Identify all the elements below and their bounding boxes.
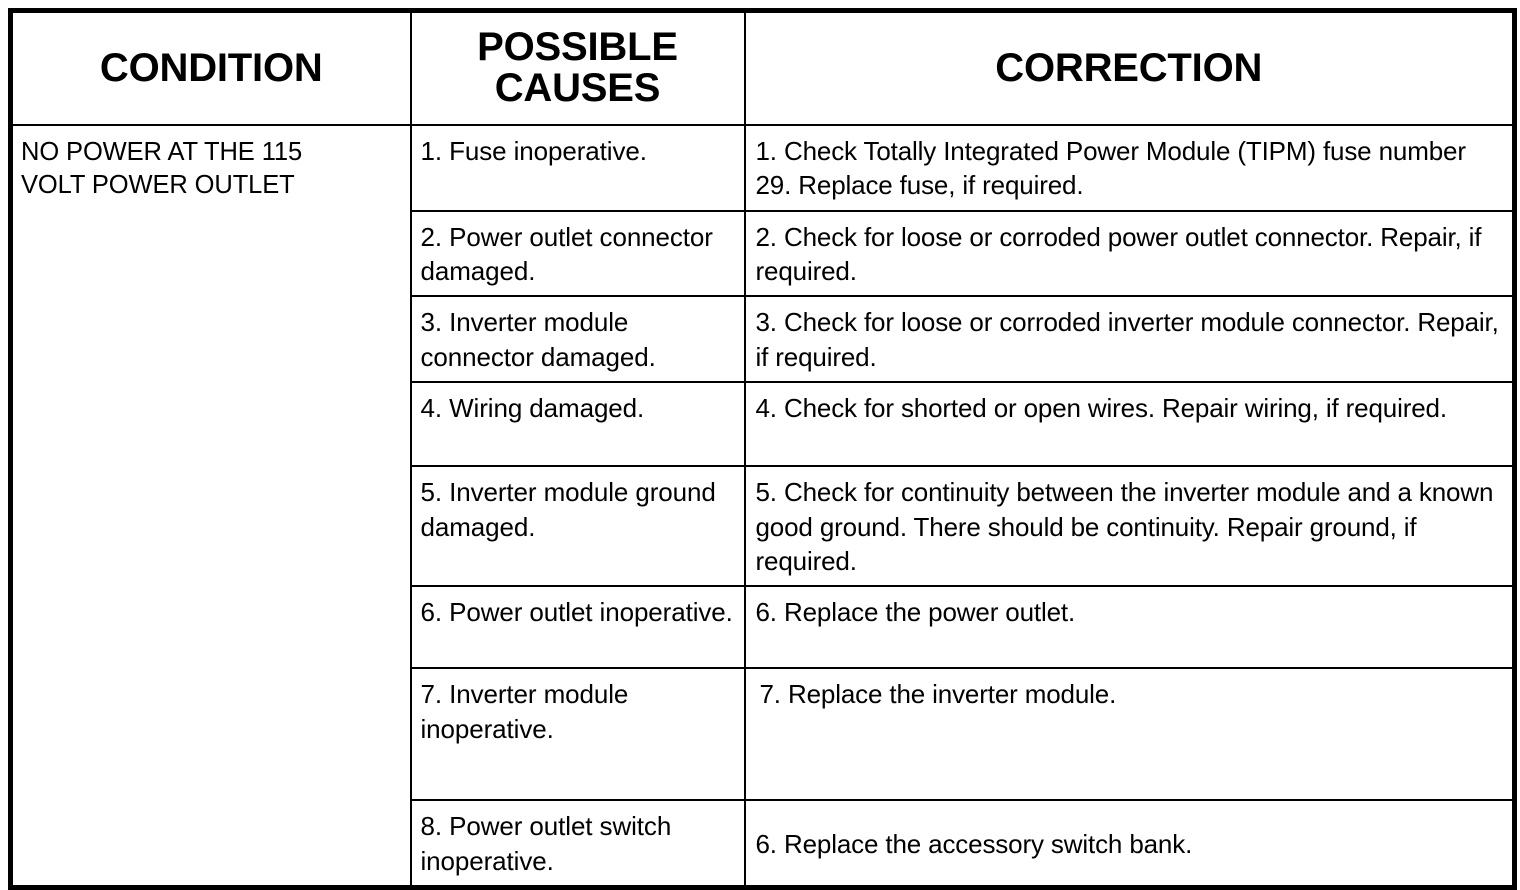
correction-cell-4: 4. Check for shorted or open wires. Repa… bbox=[743, 380, 1516, 467]
column-header-possible-causes: POSSIBLE CAUSES bbox=[409, 9, 746, 126]
condition-line-2: VOLT POWER OUTLET bbox=[21, 170, 295, 199]
possible-causes-line-1: POSSIBLE bbox=[477, 25, 678, 70]
cause-cell-8: 8. Power outlet switch inoperative. bbox=[409, 799, 746, 889]
cause-cell-4: 4. Wiring damaged. bbox=[409, 380, 746, 467]
table-row: 4. Wiring damaged. 4. Check for shorted … bbox=[11, 380, 1516, 467]
correction-cell-7: 7. Replace the inverter module. bbox=[743, 667, 1516, 802]
column-header-condition: CONDITION bbox=[9, 9, 412, 126]
cause-cell-7: 7. Inverter module inoperative. bbox=[409, 667, 746, 802]
correction-cell-2: 2. Check for loose or corroded power out… bbox=[743, 209, 1516, 298]
correction-cell-6: 6. Replace the power outlet. bbox=[743, 585, 1516, 670]
troubleshooting-table-page: CONDITION POSSIBLE CAUSES CORRECTION NO … bbox=[8, 8, 1517, 890]
table-header: CONDITION POSSIBLE CAUSES CORRECTION bbox=[9, 9, 1516, 126]
correction-cell-1: 1. Check Totally Integrated Power Module… bbox=[743, 123, 1516, 212]
table-row: NO POWER AT THE 115 VOLT POWER OUTLET 1.… bbox=[9, 123, 1516, 889]
condition-line-1: NO POWER AT THE 115 bbox=[21, 137, 303, 166]
table-row: 6. Power outlet inoperative. 6. Replace … bbox=[11, 585, 1516, 670]
troubleshooting-table: CONDITION POSSIBLE CAUSES CORRECTION NO … bbox=[8, 8, 1517, 890]
column-header-correction: CORRECTION bbox=[743, 9, 1516, 126]
table-row: 7. Inverter module inoperative. 7. Repla… bbox=[11, 667, 1516, 802]
cause-cell-2: 2. Power outlet connector damaged. bbox=[409, 209, 746, 298]
table-body: NO POWER AT THE 115 VOLT POWER OUTLET 1.… bbox=[9, 123, 1516, 889]
table-row: 2. Power outlet connector damaged. 2. Ch… bbox=[11, 209, 1516, 298]
condition-cell: NO POWER AT THE 115 VOLT POWER OUTLET bbox=[9, 123, 412, 889]
possible-causes-line-2: CAUSES bbox=[494, 66, 661, 111]
correction-cell-3: 3. Check for loose or corroded inverter … bbox=[743, 295, 1516, 383]
cause-cell-1: 1. Fuse inoperative. bbox=[409, 123, 746, 212]
header-row: CONDITION POSSIBLE CAUSES CORRECTION bbox=[9, 9, 1516, 126]
cause-cell-5: 5. Inverter module ground damaged. bbox=[409, 464, 746, 588]
table-row: 3. Inverter module connector damaged. 3.… bbox=[11, 295, 1516, 383]
cause-cell-3: 3. Inverter module connector damaged. bbox=[409, 295, 746, 383]
correction-cell-5: 5. Check for continuity between the inve… bbox=[743, 464, 1516, 588]
cause-cell-6: 6. Power outlet inoperative. bbox=[409, 585, 746, 670]
table-row: 5. Inverter module ground damaged. 5. Ch… bbox=[11, 464, 1516, 588]
correction-cell-8: 6. Replace the accessory switch bank. bbox=[743, 799, 1516, 889]
